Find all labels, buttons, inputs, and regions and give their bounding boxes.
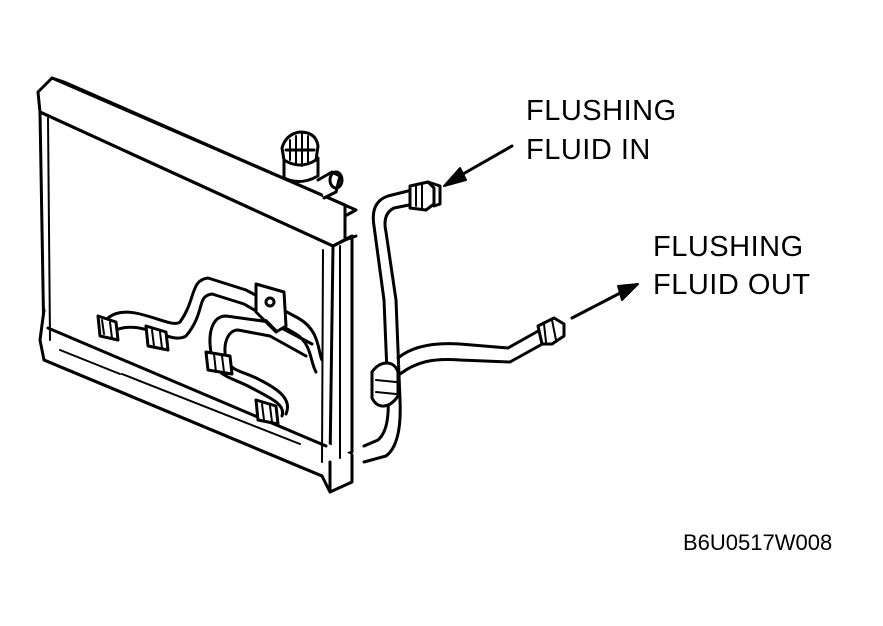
figure-code: B6U0517W008 [683, 530, 833, 555]
fluid-out-label-line1: FLUSHING [653, 231, 804, 263]
outlet-fitting [536, 316, 566, 346]
radiator-bottom-tank [38, 308, 354, 494]
cooler-lines [59, 276, 324, 445]
hose-clamp [96, 314, 120, 342]
fluid-out-label-line2: FLUID OUT [653, 269, 811, 301]
hose-clamp [254, 398, 280, 426]
flow-arrows [443, 144, 639, 320]
fluid-in-arrow [443, 144, 514, 187]
line-bracket [254, 282, 288, 334]
flushing-hoses [362, 180, 566, 464]
radiator-cap [280, 130, 344, 200]
fluid-out-arrow [570, 283, 639, 320]
hose-clamp [204, 350, 234, 376]
radiator [36, 76, 358, 494]
inlet-fitting [408, 180, 442, 212]
hose-clamp [144, 324, 170, 352]
fluid-in-label-line2: FLUID IN [526, 134, 651, 166]
fluid-in-label-line1: FLUSHING [526, 95, 677, 127]
